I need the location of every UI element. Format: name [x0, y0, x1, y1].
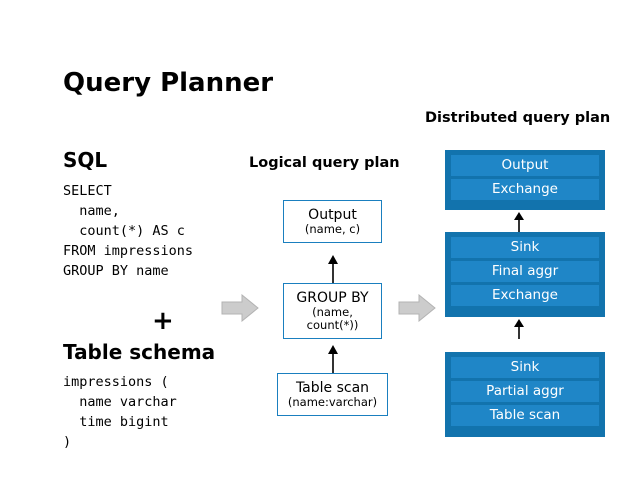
logical-node-groupby-title: GROUP BY	[296, 290, 369, 306]
slide-top-margin	[0, 0, 638, 40]
logical-node-tablescan: Table scan (name:varchar)	[277, 373, 388, 416]
dist-box-sink-final: Sink	[451, 237, 599, 258]
logical-node-tablescan-title: Table scan	[295, 380, 370, 396]
dist-box-table-scan: Table scan	[451, 405, 599, 426]
arrow-partial-to-final	[512, 319, 526, 339]
distributed-plan-label: Distributed query plan	[425, 110, 611, 126]
arrow-sql-to-logical-icon	[221, 294, 259, 322]
dist-box-output: Output	[451, 155, 599, 176]
dist-box-exchange-mid: Exchange	[451, 285, 599, 306]
sql-heading: SQL	[63, 148, 108, 172]
page-title: Query Planner	[63, 68, 274, 98]
logical-node-output: Output (name, c)	[283, 200, 382, 243]
stage-final: Sink Final aggr Exchange	[445, 232, 605, 317]
dist-box-partial-aggr: Partial aggr	[451, 381, 599, 402]
plus-sign: +	[152, 306, 174, 336]
logical-node-groupby: GROUP BY (name, count(*))	[283, 283, 382, 339]
dist-box-sink-partial: Sink	[451, 357, 599, 378]
arrow-logical-to-distributed-icon	[398, 294, 436, 322]
arrow-final-to-output	[512, 212, 526, 232]
dist-box-exchange-top: Exchange	[451, 179, 599, 200]
table-schema-heading: Table schema	[63, 340, 216, 364]
logical-node-tablescan-sub: (name:varchar)	[287, 395, 378, 409]
slide-bottom-margin	[0, 459, 638, 479]
sql-code-block: SELECT name, count(*) AS c FROM impressi…	[63, 183, 194, 279]
logical-node-groupby-sub: (name, count(*))	[306, 305, 359, 332]
arrow-groupby-to-output	[326, 255, 340, 283]
dist-box-final-aggr: Final aggr	[451, 261, 599, 282]
logical-node-output-title: Output	[308, 207, 357, 223]
stage-partial: Sink Partial aggr Table scan	[445, 352, 605, 437]
stage-output: Output Exchange	[445, 150, 605, 210]
arrow-tablescan-to-groupby	[326, 345, 340, 373]
schema-code-block: impressions ( name varchar time bigint )	[63, 374, 177, 450]
logical-node-output-sub: (name, c)	[304, 222, 361, 236]
logical-plan-label: Logical query plan	[249, 155, 400, 171]
